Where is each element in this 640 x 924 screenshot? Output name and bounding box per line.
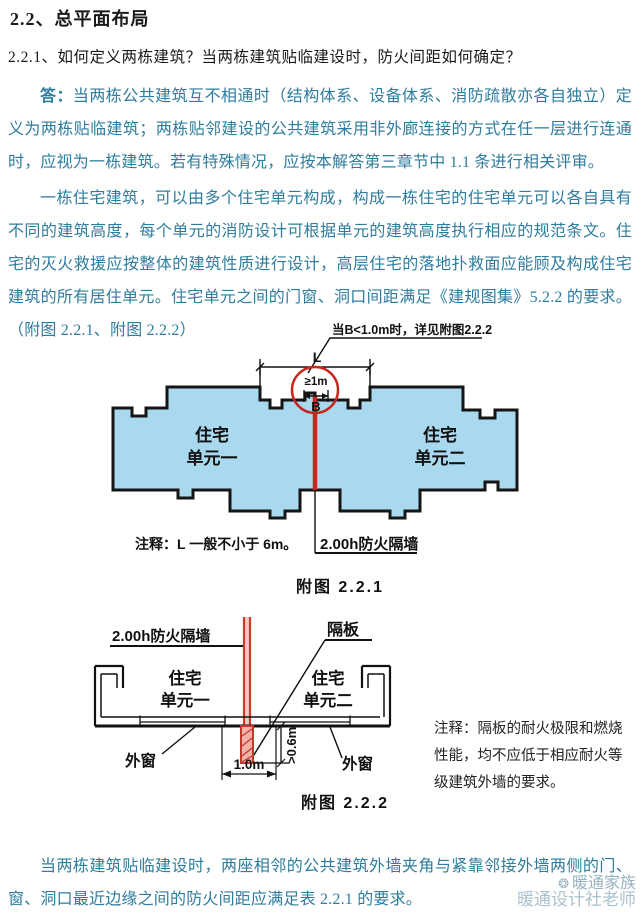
detail-circle [290, 365, 340, 415]
dimension-window-gap-label: 1.0m [234, 757, 265, 772]
unit2-name: 住宅 [423, 425, 457, 445]
window-leader-left [161, 726, 196, 755]
section-title: 2.2、总平面布局 [10, 9, 150, 29]
board-leader-line [251, 639, 326, 759]
wall-return-left [93, 664, 125, 726]
watermark-logo-icon: ❂ [558, 876, 569, 891]
watermark: ❂暖通家族 暖通设计社老师 [494, 876, 636, 909]
unit1-name: 住宅 [169, 668, 202, 688]
callout-leader-line [307, 337, 482, 374]
watermark-line2: 暖通设计社老师 [517, 890, 636, 909]
figure-2-2-1-drawing: L 当B<1.0m时，详见附图2.2.2 ≥1m B 住宅 单元一 住宅 单元二… [111, 322, 519, 596]
wall-return-right [360, 664, 392, 726]
figure1-caption: 附图 2.2.1 [296, 577, 384, 596]
watermark-line1: ❂暖通家族 [494, 876, 636, 892]
unit2-name: 住宅 [312, 668, 345, 688]
figure2-caption: 附图 2.2.2 [301, 793, 389, 812]
exterior-wall [95, 715, 390, 728]
dimension-window-gap [221, 726, 277, 780]
window-label-left: 外窗 [125, 751, 156, 770]
dimension-b-label: B [311, 399, 320, 414]
unit1-name: 住宅 [195, 425, 229, 445]
firewall-label: 2.00h防火隔墙 [320, 535, 418, 553]
dimension-b-arrows [303, 390, 329, 402]
unit2-number: 单元二 [303, 690, 353, 710]
unit1-number: 单元一 [187, 448, 238, 468]
figure-2-2-1: L 当B<1.0m时，详见附图2.2.2 ≥1m B 住宅 单元一 住宅 单元二… [90, 315, 550, 605]
dimension-l-label: L [313, 349, 322, 365]
figure-2-2-2: 2.00h防火隔墙 隔板 [85, 608, 415, 820]
window-label-right: 外窗 [342, 754, 373, 773]
callout-text: 当B<1.0m时，详见附图2.2.2 [332, 322, 492, 337]
answer-paragraph-1: 答：当两栋公共建筑互不相通时（结构体系、设备体系、消防疏散亦各自独立）定义为两栋… [8, 80, 632, 179]
unit1-number: 单元一 [160, 690, 210, 710]
window-leader-right [329, 726, 343, 759]
partition-board [240, 725, 254, 764]
dimension-board-depth-label: >0.6m [284, 727, 299, 764]
unit2-number: 单元二 [415, 448, 466, 468]
figure1-note: 注释：L 一般不小于 6m。 [135, 536, 297, 552]
firewall-label: 2.00h防火隔墙 [112, 627, 210, 645]
question-heading: 2.2.1、如何定义两栋建筑？当两栋建筑贴临建设时，防火间距如何确定？ [8, 49, 522, 66]
answer-paragraph-2: 一栋住宅建筑，可以由多个住宅单元构成，构成一栋住宅的住宅单元可以各自具有不同的建… [8, 190, 632, 339]
dimension-b-min-label: ≥1m [305, 376, 328, 388]
watermark-line1-text: 暖通家族 [571, 875, 636, 892]
fire-wall-fill [245, 617, 249, 726]
answer-label: 答： [40, 88, 73, 105]
board-label: 隔板 [327, 620, 360, 639]
figure2-note: 注释：隔板的耐火极限和燃烧性能，均不应低于相应耐火等级建筑外墙的要求。 [434, 721, 623, 791]
answer-paragraph-1-text: 当两栋公共建筑互不相通时（结构体系、设备体系、消防疏散亦各自独立）定义为两栋贴临… [8, 88, 632, 171]
dimension-board-depth [255, 721, 289, 768]
figure-2-2-2-drawing: 2.00h防火隔墙 隔板 [93, 617, 392, 812]
answer-paragraph-3: 当两栋建筑贴临建设时，两座相邻的公共建筑外墙夹角与紧靠邻接外墙两侧的门、窗、洞口… [8, 858, 632, 908]
